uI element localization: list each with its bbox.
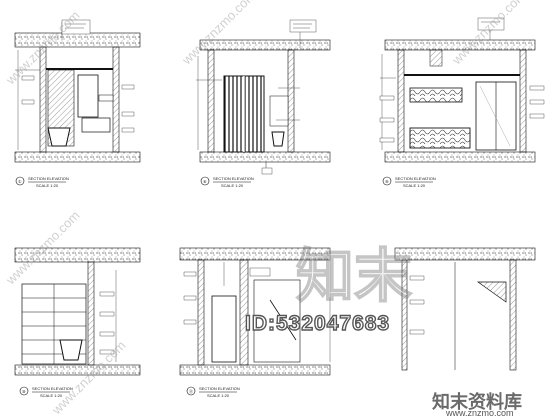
center-watermark-logo: 知末 bbox=[296, 242, 412, 310]
diagonal-brace bbox=[269, 299, 297, 341]
shelf bbox=[98, 94, 114, 102]
title-block-9-scale: SCALE 1:20 bbox=[403, 183, 426, 188]
title-block-11-scale: SCALE 1:20 bbox=[207, 393, 230, 398]
elevation-10 bbox=[14, 247, 141, 376]
basin bbox=[47, 127, 71, 147]
right-wall bbox=[519, 49, 527, 153]
door-panel bbox=[211, 295, 237, 363]
left-wall bbox=[207, 49, 215, 153]
toilet bbox=[271, 131, 285, 147]
title-block-11-number: ⑪ bbox=[189, 388, 193, 394]
ceiling-slab bbox=[179, 247, 331, 261]
title-block-9-number: ⑨ bbox=[385, 179, 389, 184]
left-wall bbox=[197, 259, 205, 366]
title-block-11: ⑪ SECTION ELEVATION SCALE 1:20 bbox=[186, 386, 240, 398]
elevation-6 bbox=[196, 19, 331, 175]
mirror bbox=[77, 74, 99, 118]
ceiling-slab bbox=[394, 247, 536, 261]
elevation-12 bbox=[394, 247, 536, 371]
ceiling-slab bbox=[14, 247, 141, 263]
title-block-10-title: SECTION ELEVATION bbox=[32, 386, 73, 391]
right-wall bbox=[112, 46, 120, 153]
floor-slab bbox=[14, 364, 141, 376]
ceiling-slab bbox=[199, 39, 331, 51]
title-block-10-number: ⑩ bbox=[22, 389, 26, 394]
brand-watermark: 知末资料库 bbox=[432, 392, 522, 413]
right-wall bbox=[287, 49, 295, 153]
title-block-1-title: SECTION ELEVATION bbox=[28, 176, 69, 181]
ceiling-line bbox=[404, 74, 520, 76]
title-block-9-title: SECTION ELEVATION bbox=[395, 176, 436, 181]
floor-slab bbox=[179, 364, 331, 376]
floor-slab bbox=[199, 151, 331, 163]
brand-url-watermark: www.znzmo.com bbox=[446, 408, 514, 418]
bathtub bbox=[409, 127, 471, 149]
title-block-6-title: SECTION ELEVATION bbox=[213, 176, 254, 181]
title-block-1: ① SECTION ELEVATION SCALE 1:20 bbox=[15, 176, 69, 188]
elevation-9 bbox=[379, 17, 545, 163]
elevation-1 bbox=[14, 19, 141, 163]
elevation-11 bbox=[179, 247, 331, 376]
corner-detail bbox=[476, 281, 507, 303]
title-block-6-number: ⑥ bbox=[203, 179, 207, 184]
title-block-10: ⑩ SECTION ELEVATION SCALE 1:20 bbox=[19, 386, 73, 398]
left-wall bbox=[39, 46, 47, 153]
title-block-10-scale: SCALE 1:20 bbox=[40, 393, 63, 398]
title-block-1-number: ① bbox=[18, 179, 22, 184]
center-watermark: 知末 bbox=[295, 241, 413, 311]
feature-band bbox=[409, 87, 463, 103]
left-wall bbox=[397, 49, 405, 153]
floor-slab bbox=[384, 151, 536, 163]
ceiling-line bbox=[46, 68, 113, 70]
right-wall bbox=[87, 261, 95, 366]
floor-slab bbox=[14, 151, 141, 163]
id-watermark: ID:532047683 bbox=[244, 311, 391, 335]
column bbox=[239, 259, 249, 366]
title-block-6-scale: SCALE 1:20 bbox=[221, 183, 244, 188]
title-block-6: ⑥ SECTION ELEVATION SCALE 1:20 bbox=[200, 176, 254, 188]
right-wall bbox=[509, 259, 517, 371]
shower-area bbox=[253, 279, 301, 363]
ceiling-slab bbox=[384, 39, 536, 51]
vanity bbox=[81, 117, 111, 133]
left-wall bbox=[401, 259, 408, 371]
title-block-11-title: SECTION ELEVATION bbox=[199, 386, 240, 391]
title-block-9: ⑨ SECTION ELEVATION SCALE 1:20 bbox=[382, 176, 436, 188]
basin bbox=[59, 339, 83, 361]
title-block-1-scale: SCALE 1:20 bbox=[36, 183, 59, 188]
